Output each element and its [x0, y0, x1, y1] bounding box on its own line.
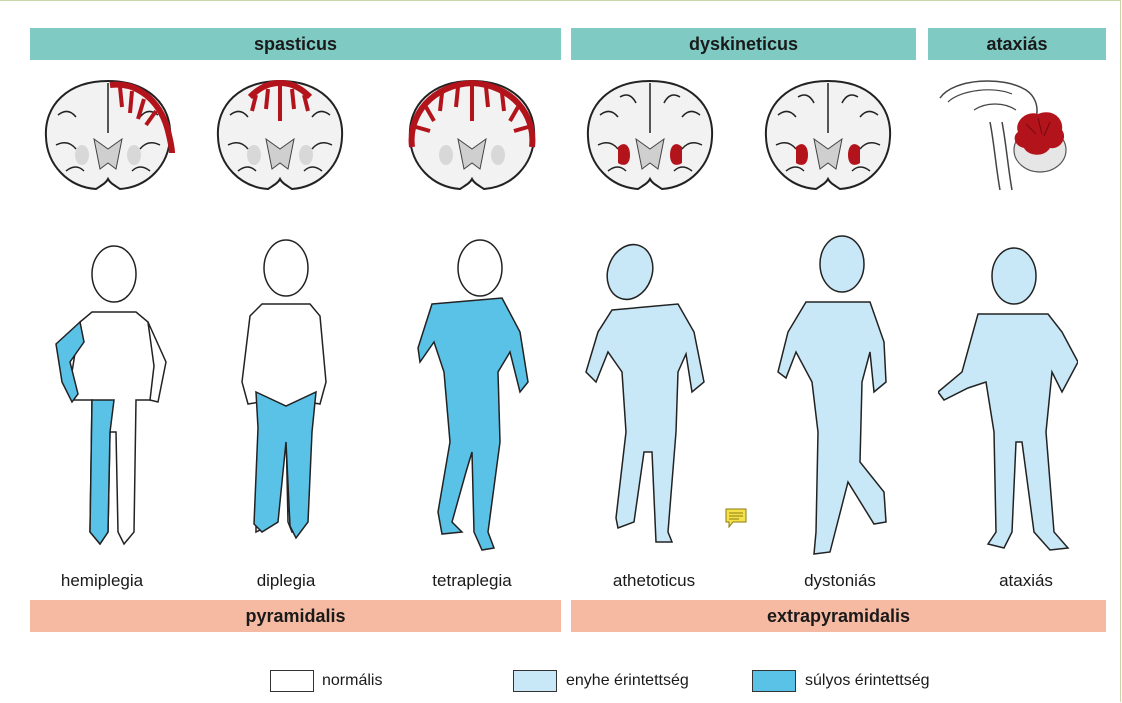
legend-label-normal: normális — [322, 672, 382, 690]
band-pyramidalis-label: pyramidalis — [245, 606, 345, 627]
band-extrapyramidalis: extrapyramidalis — [571, 600, 1106, 632]
figure-ataxias — [938, 232, 1078, 562]
brain-ataxias — [934, 72, 1074, 192]
band-spasticus-label: spasticus — [254, 34, 337, 55]
label-athetoticus: athetoticus — [574, 571, 734, 591]
band-pyramidalis: pyramidalis — [30, 600, 561, 632]
label-diplegia: diplegia — [206, 571, 366, 591]
figure-athetoticus — [582, 232, 722, 562]
brain-tetraplegia — [402, 75, 542, 195]
legend-swatch-mild — [513, 670, 557, 692]
band-extrapyramidalis-label: extrapyramidalis — [767, 606, 910, 627]
figure-tetraplegia — [402, 232, 542, 562]
lesion-basal-ganglia-right — [670, 144, 682, 165]
band-spasticus: spasticus — [30, 28, 561, 60]
band-dyskineticus: dyskineticus — [571, 28, 916, 60]
brain-hemiplegia — [38, 75, 178, 195]
label-tetraplegia: tetraplegia — [392, 571, 552, 591]
figure-dystonias — [770, 232, 910, 562]
label-hemiplegia: hemiplegia — [22, 571, 182, 591]
legend-swatch-severe — [752, 670, 796, 692]
brain-athetoticus — [580, 75, 720, 195]
legend-swatch-normal — [270, 670, 314, 692]
band-ataxias: ataxiás — [928, 28, 1106, 60]
figure-hemiplegia — [44, 232, 184, 562]
comment-note-icon[interactable] — [725, 508, 747, 528]
band-ataxias-label: ataxiás — [986, 34, 1047, 55]
label-ataxias: ataxiás — [946, 571, 1106, 591]
lesion-basal-ganglia-left — [618, 144, 630, 165]
brain-dystonias — [758, 75, 898, 195]
brain-diplegia — [210, 75, 350, 195]
legend-label-mild: enyhe érintettség — [566, 672, 689, 690]
band-dyskineticus-label: dyskineticus — [689, 34, 798, 55]
label-dystonias: dystoniás — [760, 571, 920, 591]
figure-diplegia — [226, 232, 366, 562]
legend-label-severe: súlyos érintettség — [805, 672, 930, 690]
